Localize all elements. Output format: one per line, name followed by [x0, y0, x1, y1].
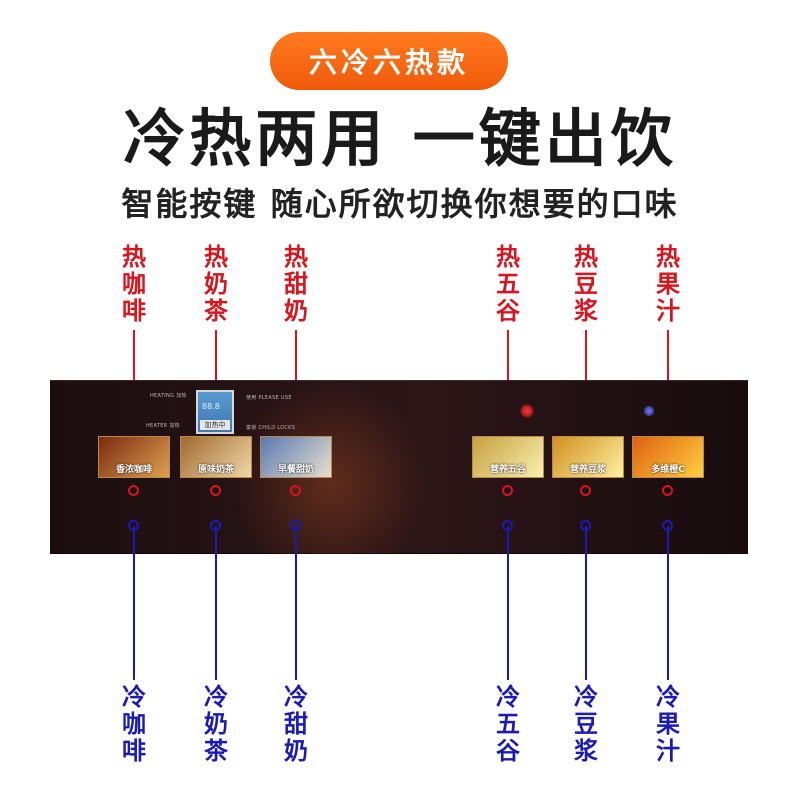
model-badge: 六冷六热款: [270, 32, 508, 90]
status-indicator-light: [644, 406, 654, 416]
soy-milk-button[interactable]: 营养豆浆: [552, 436, 624, 478]
hot-juice-key[interactable]: [662, 485, 673, 496]
headline: 冷热两用 一键出饮: [123, 102, 677, 175]
child-lock-label: 童锁 CHILD LOCKS: [246, 425, 296, 431]
cold-connector-line: [507, 526, 509, 680]
cold-label-soy-milk: 冷豆浆: [574, 683, 598, 765]
hot-label-coffee: 热咖啡: [122, 243, 146, 325]
sweet-milk-button[interactable]: 早餐甜奶: [260, 436, 332, 478]
subheadline: 智能按键 随心所欲切换你想要的口味: [121, 185, 679, 223]
hot-soy-milk-key[interactable]: [580, 485, 591, 496]
cold-label-sweet-milk: 冷甜奶: [284, 683, 308, 765]
screen-readout: 88.8: [202, 402, 220, 411]
hot-sweet-milk-key[interactable]: [290, 485, 301, 496]
hot-label-sweet-milk: 热甜奶: [284, 243, 308, 325]
cold-label-grains: 冷五谷: [496, 683, 520, 765]
hot-coffee-key[interactable]: [128, 485, 139, 496]
cold-label-milk-tea: 冷奶茶: [204, 683, 228, 765]
hot-label-soy-milk: 热豆浆: [574, 243, 598, 325]
power-indicator-light: [520, 404, 534, 418]
hot-label-juice: 热果汁: [656, 243, 680, 325]
milk-tea-button[interactable]: 原味奶茶: [180, 436, 252, 478]
cold-connector-line: [585, 526, 587, 680]
grains-button[interactable]: 营养五谷: [472, 436, 544, 478]
hot-label-milk-tea: 热奶茶: [204, 243, 228, 325]
coffee-button[interactable]: 香浓咖啡: [98, 436, 170, 478]
heater-label: HEATER 加热: [146, 423, 180, 429]
cold-connector-line: [215, 526, 217, 680]
cold-connector-line: [133, 526, 135, 680]
cold-connector-line: [295, 526, 297, 680]
display-screen: 88.8 加热中: [196, 390, 234, 434]
cold-label-juice: 冷果汁: [656, 683, 680, 765]
cold-connector-line: [667, 526, 669, 680]
hot-milk-tea-key[interactable]: [210, 485, 221, 496]
orange-juice-button[interactable]: 多维橙C: [632, 436, 704, 478]
hot-grains-key[interactable]: [502, 485, 513, 496]
heating-label: HEATING 加热: [150, 393, 187, 399]
hot-label-grains: 热五谷: [496, 243, 520, 325]
heating-button[interactable]: 加热中: [200, 420, 230, 430]
please-use-label: 使用 PLEASE USE: [246, 395, 292, 401]
cold-label-coffee: 冷咖啡: [122, 683, 146, 765]
